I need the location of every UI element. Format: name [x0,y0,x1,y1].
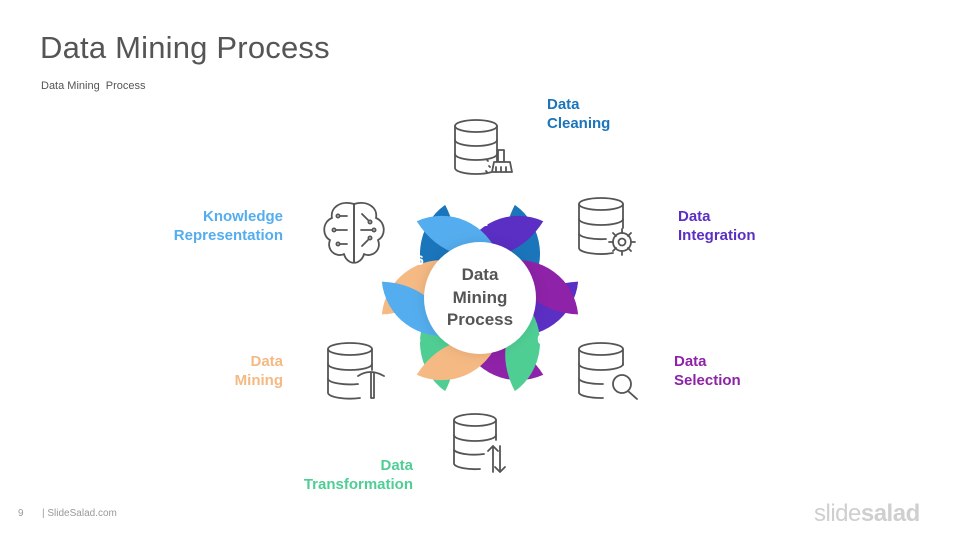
step-label-line2: Transformation [303,476,413,493]
footer-source: | SlideSalad.com [42,508,117,519]
center-label-line3: Process [446,310,514,329]
icons-group [323,119,638,473]
step-label-01: Data Cleaning [547,95,610,133]
step-label-line1: Data [250,353,283,370]
petal-inner-circle [428,104,532,208]
brain-circuit-icon [323,202,385,264]
database-arrows-icon [453,413,506,473]
step-number-04: 04 [472,367,488,383]
step-label-line1: Knowledge [202,208,283,225]
database-broom-icon [454,119,513,175]
step-number-05: 05 [405,331,421,347]
page-title: Data Mining Process [40,30,330,65]
center-label: Data Mining Process [420,264,540,332]
step-label-04: Data Transformation [280,456,413,494]
page-number: 9 [18,508,24,519]
step-label-line2: Cleaning [547,115,611,132]
brand-logo-part2: salad [860,500,920,527]
step-label-line2: Integration [678,227,756,244]
page-subtitle: Data Mining Process [41,80,146,92]
step-number-06: 06 [408,252,424,268]
petal-inner-circle [551,317,655,421]
step-number-03: 03 [537,331,553,347]
brand-logo-part1: slide [814,500,861,527]
step-label-line1: Data [380,457,413,474]
database-search-icon [578,342,638,400]
center-circle [424,242,536,354]
petal-inner-circle [305,175,409,279]
step-label-06: Knowledge Representation [143,207,283,245]
step-label-05: Data Mining [183,352,283,390]
step-number-02: 02 [540,252,556,268]
database-pickaxe-icon [327,342,385,400]
step-label-line2: Selection [674,372,741,389]
step-label-03: Data Selection [674,352,741,390]
step-label-line1: Data [678,208,711,225]
database-gear-icon [578,197,636,256]
step-number-01: 01 [472,213,488,229]
numbers-group: 01 02 03 04 05 06 [405,213,556,383]
petal-inner-circle [551,175,655,279]
step-label-line1: Data [674,353,707,370]
step-label-line1: Data [547,96,580,113]
center-label-line2: Mining [452,287,508,307]
brand-logo: slidesalad [814,500,920,528]
step-label-line2: Mining [234,372,283,389]
center-label-line1: Data [461,265,499,284]
step-label-02: Data Integration [678,207,756,245]
step-label-line2: Representation [173,227,283,244]
